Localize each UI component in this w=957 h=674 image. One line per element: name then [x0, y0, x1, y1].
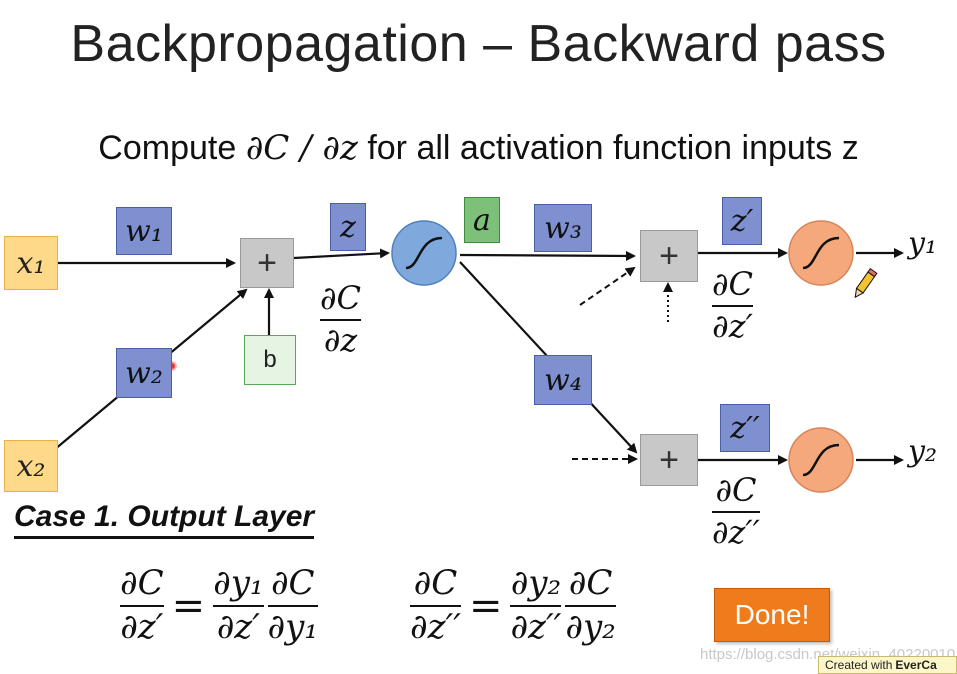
gradient-dC-dz-dprime-den: ∂z′′: [712, 512, 760, 551]
sum-node-output-2: +: [640, 434, 698, 486]
eq1-f1-num: ∂y₁: [213, 563, 264, 603]
eq1-f2-den: ∂y₁: [267, 606, 318, 647]
sum-node-output-1: +: [640, 230, 698, 282]
eq2-f2-num: ∂C: [568, 563, 613, 603]
neuron-output-2: [788, 427, 854, 493]
done-button[interactable]: Done!: [714, 588, 830, 642]
input-x2: x₂: [4, 440, 58, 492]
fraction-bar: [120, 604, 164, 607]
edge-neuron-sum2: [459, 250, 636, 261]
edge-dashed-sum2: [579, 266, 636, 306]
label-z: z: [330, 203, 366, 251]
page-title: Backpropagation – Backward pass: [70, 15, 887, 73]
label-z-prime: z′: [722, 197, 762, 245]
eq2-factor-1: ∂y₂ ∂z′′: [510, 563, 562, 647]
label-a: a: [464, 197, 500, 243]
label-z-double-prime: z′′: [720, 404, 770, 452]
bias-b: b: [244, 335, 296, 385]
gradient-dC-dz: ∂C ∂z: [320, 279, 362, 359]
output-y2: y₂: [908, 434, 937, 469]
neuron-output-1: [788, 220, 854, 286]
edge-sum-neuron: [293, 248, 390, 260]
eq2-lhs-num: ∂C: [413, 563, 458, 603]
stamp-brand: EverCa: [895, 658, 937, 672]
eq2-lhs-den: ∂z′′: [410, 606, 461, 647]
pencil-cursor-icon: [854, 268, 878, 299]
sum-node-hidden: +: [240, 238, 294, 288]
eq1-factor-2: ∂C ∂y₁: [267, 563, 318, 647]
subtitle-prefix: Compute: [98, 129, 246, 167]
eq1-lhs: ∂C ∂z′: [120, 563, 164, 647]
fraction-bar: [510, 604, 562, 607]
eq1-lhs-den: ∂z′: [120, 606, 164, 647]
gradient-dC-dz-double-prime: ∂C ∂z′′: [712, 471, 760, 551]
weight-w1: w₁: [116, 207, 172, 255]
neuron-hidden: [391, 220, 457, 286]
output-y1: y₁: [908, 226, 937, 261]
gradient-dC-dz-prime: ∂C ∂z′: [712, 265, 754, 345]
input-x1: x₁: [4, 236, 58, 290]
equation-output-2: ∂C ∂z′′ = ∂y₂ ∂z′′ ∂C ∂y₂: [410, 563, 616, 647]
eq2-f1-den: ∂z′′: [510, 606, 562, 647]
eq2-f2-den: ∂y₂: [565, 606, 616, 647]
fraction-bar: [213, 604, 264, 607]
stamp-prefix: Created with: [825, 658, 893, 672]
subtitle-math: ∂C / ∂z: [245, 128, 358, 168]
gradient-dC-dz-prime-den: ∂z′: [712, 306, 753, 345]
weight-w3: w₃: [534, 204, 592, 252]
eq1-equals: =: [171, 582, 206, 629]
fraction-bar: [410, 604, 461, 607]
eq2-lhs: ∂C ∂z′′: [410, 563, 461, 647]
fraction-bar: [565, 604, 616, 607]
eq1-factor-1: ∂y₁ ∂z′: [213, 563, 264, 647]
subtitle: Compute ∂C / ∂z for all activation funct…: [0, 128, 957, 168]
eq2-f1-num: ∂y₂: [510, 563, 562, 603]
equation-output-1: ∂C ∂z′ = ∂y₁ ∂z′ ∂C ∂y₁: [120, 563, 318, 647]
fraction-bar: [712, 510, 760, 513]
eq2-equals: =: [468, 582, 503, 629]
subtitle-suffix: for all activation function inputs z: [357, 129, 859, 167]
gradient-dC-dz-dprime-num: ∂C: [715, 471, 757, 509]
eq1-f1-den: ∂z′: [216, 606, 260, 647]
eq1-f2-num: ∂C: [270, 563, 315, 603]
weight-w2: w₂: [116, 348, 172, 398]
gradient-dC-dz-num: ∂C: [320, 279, 362, 317]
fraction-bar: [267, 604, 318, 607]
case-label: Case 1. Output Layer: [14, 500, 315, 539]
fraction-bar: [712, 304, 754, 307]
gradient-dC-dz-den: ∂z: [323, 320, 358, 359]
eq1-lhs-num: ∂C: [120, 563, 164, 603]
weight-w4: w₄: [534, 355, 592, 405]
eq2-factor-2: ∂C ∂y₂: [565, 563, 616, 647]
fraction-bar: [320, 318, 362, 321]
gradient-dC-dz-prime-num: ∂C: [712, 265, 754, 303]
